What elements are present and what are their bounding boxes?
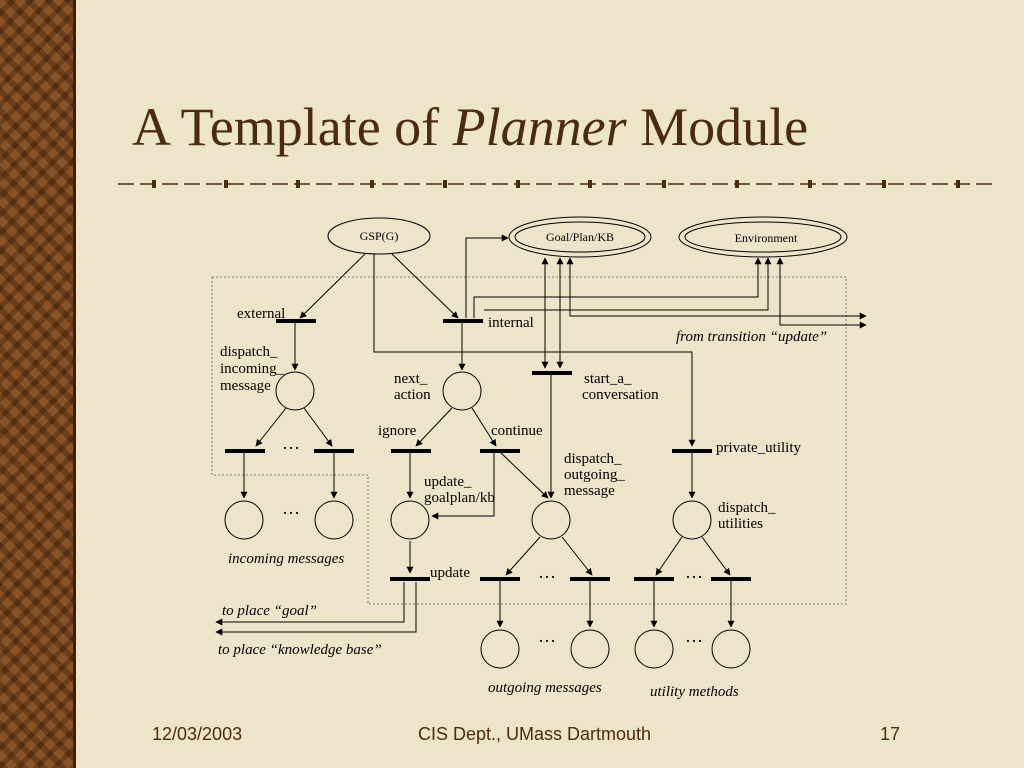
ellipsis-1: …	[282, 433, 300, 453]
place-gsp	[327, 217, 431, 255]
label-outgoing-messages: outgoing messages	[488, 680, 602, 696]
place-utility-1	[634, 629, 674, 669]
place-incoming-2	[314, 500, 354, 540]
footer-date: 12/03/2003	[152, 724, 243, 744]
place-goal-plan-kb	[508, 216, 652, 258]
transition-update	[390, 577, 430, 581]
place-incoming-1	[224, 500, 264, 540]
label-next-action-2: action	[394, 387, 431, 403]
label-dispatch-outgoing-2: outgoing_	[564, 467, 625, 483]
title-rule	[118, 180, 996, 188]
place-utility-2	[711, 629, 751, 669]
ellipsis-5: …	[538, 626, 556, 646]
label-update-gpkb-2: goalplan/kb	[424, 490, 495, 506]
transition-utility-2	[711, 577, 751, 581]
transition-outgoing-1	[480, 577, 520, 581]
place-outgoing-2	[570, 629, 610, 669]
ellipsis-6: …	[685, 626, 703, 646]
label-dispatch-utilities-1: dispatch_	[718, 500, 776, 516]
place-update-gpkb	[390, 500, 430, 540]
transition-continue	[480, 449, 520, 453]
place-outgoing-1	[480, 629, 520, 669]
transition-external	[276, 319, 316, 323]
ellipsis-2: …	[282, 498, 300, 518]
place-dispatch-incoming	[275, 371, 315, 411]
label-dispatch-outgoing-1: dispatch_	[564, 451, 622, 467]
label-dispatch-outgoing-3: message	[564, 483, 615, 499]
title-italic: Planner	[452, 97, 627, 157]
label-update: update	[430, 565, 470, 581]
ellipsis-4: …	[685, 562, 703, 582]
transition-incoming-1	[225, 449, 265, 453]
label-internal: internal	[488, 315, 534, 331]
title-suffix: Module	[626, 97, 809, 157]
label-private-utility: private_utility	[716, 440, 801, 456]
label-to-goal: to place “goal”	[222, 603, 317, 619]
label-to-kb: to place “knowledge base”	[218, 642, 382, 658]
label-continue: continue	[491, 423, 543, 439]
place-next-action	[442, 371, 482, 411]
label-gsp: GSP(G)	[360, 229, 399, 243]
label-goal-plan-kb: Goal/Plan/KB	[546, 230, 614, 244]
footer-page: 17	[880, 724, 901, 744]
label-dispatch-utilities-2: utilities	[718, 516, 763, 532]
transition-incoming-2	[314, 449, 354, 453]
title-prefix: A Template of	[132, 97, 453, 157]
transition-utility-1	[634, 577, 674, 581]
footer-org: CIS Dept., UMass Dartmouth	[418, 724, 652, 744]
label-start-conversation-2: conversation	[582, 387, 659, 403]
label-update-gpkb-1: update_	[424, 474, 472, 490]
label-dispatch-incoming-3: message	[220, 378, 271, 394]
transition-start-conversation	[532, 371, 572, 375]
label-incoming-messages: incoming messages	[228, 551, 344, 567]
slide-title: A Template of Planner Module	[132, 96, 808, 158]
label-environment: Environment	[735, 231, 798, 245]
place-environment	[678, 216, 848, 258]
label-external: external	[237, 306, 285, 322]
place-dispatch-outgoing	[531, 500, 571, 540]
transition-outgoing-2	[570, 577, 610, 581]
label-from-update: from transition “update”	[676, 329, 827, 345]
decorative-border	[0, 0, 76, 768]
label-ignore: ignore	[378, 423, 417, 439]
place-dispatch-utilities	[672, 500, 712, 540]
label-start-conversation-1: start_a_	[584, 371, 632, 387]
label-dispatch-incoming-1: dispatch_	[220, 344, 278, 360]
ellipsis-3: …	[538, 562, 556, 582]
label-utility-methods: utility methods	[650, 684, 739, 700]
label-next-action-1: next_	[394, 371, 428, 387]
label-dispatch-incoming-2: incoming_	[220, 361, 285, 377]
transition-ignore	[391, 449, 431, 453]
transition-private-utility	[672, 449, 712, 453]
transition-internal	[443, 319, 483, 323]
